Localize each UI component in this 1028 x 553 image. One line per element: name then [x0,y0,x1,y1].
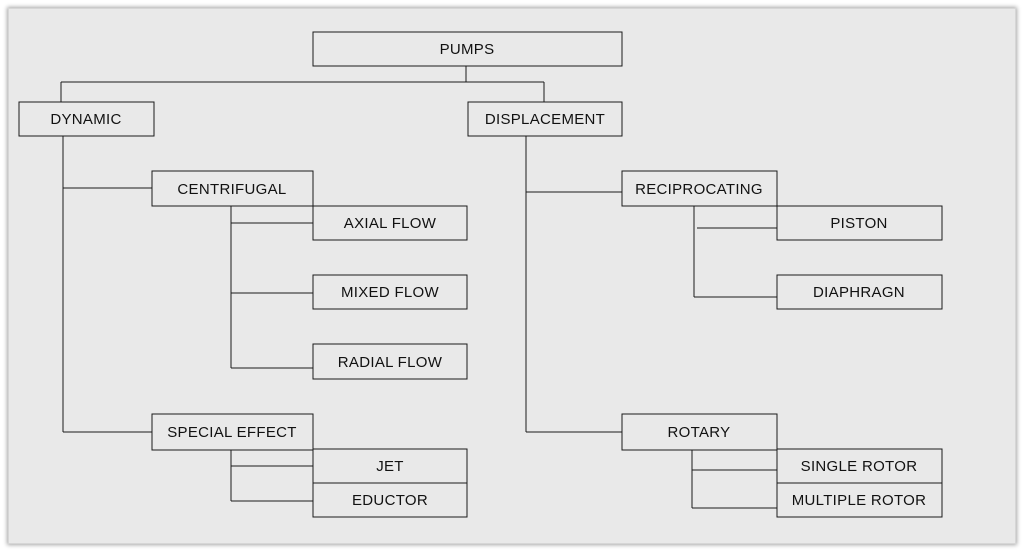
node-dynamic: DYNAMIC [18,101,155,137]
node-radial-flow: RADIAL FLOW [312,343,468,380]
node-label-displacement: DISPLACEMENT [485,111,605,128]
node-label-dynamic: DYNAMIC [50,111,121,128]
node-reciprocating: RECIPROCATING [621,170,778,207]
node-label-radial-flow: RADIAL FLOW [338,354,443,371]
node-centrifugal: CENTRIFUGAL [151,170,314,207]
node-special-effect: SPECIAL EFFECT [151,413,314,451]
node-pumps: PUMPS [312,31,623,67]
node-single-rotor: SINGLE ROTOR [776,448,943,484]
node-label-axial-flow: AXIAL FLOW [344,215,437,232]
node-label-eductor: EDUCTOR [352,492,428,509]
node-displacement: DISPLACEMENT [467,101,623,137]
node-label-special-effect: SPECIAL EFFECT [167,424,297,441]
node-label-rotary: ROTARY [668,424,731,441]
node-label-jet: JET [376,458,404,475]
node-piston: PISTON [776,205,943,241]
node-label-piston: PISTON [830,215,887,232]
node-label-single-rotor: SINGLE ROTOR [801,458,918,475]
node-label-centrifugal: CENTRIFUGAL [177,181,286,198]
node-label-reciprocating: RECIPROCATING [635,181,763,198]
node-rotary: ROTARY [621,413,778,451]
node-label-mixed-flow: MIXED FLOW [341,284,440,301]
node-axial-flow: AXIAL FLOW [312,205,468,241]
diagram-frame: PUMPS DYNAMIC DISPLACEMENT CENTRIFUGAL A… [8,8,1016,544]
node-multiple-rotor: MULTIPLE ROTOR [776,482,943,518]
node-label-multiple-rotor: MULTIPLE ROTOR [792,492,927,509]
node-jet: JET [312,448,468,484]
connectors [60,66,777,509]
pump-classification-diagram: PUMPS DYNAMIC DISPLACEMENT CENTRIFUGAL A… [18,31,943,518]
node-label-pumps: PUMPS [440,41,495,58]
node-diaphragn: DIAPHRAGN [776,274,943,310]
node-label-diaphragn: DIAPHRAGN [813,284,905,301]
node-eductor: EDUCTOR [312,482,468,518]
node-mixed-flow: MIXED FLOW [312,274,468,310]
